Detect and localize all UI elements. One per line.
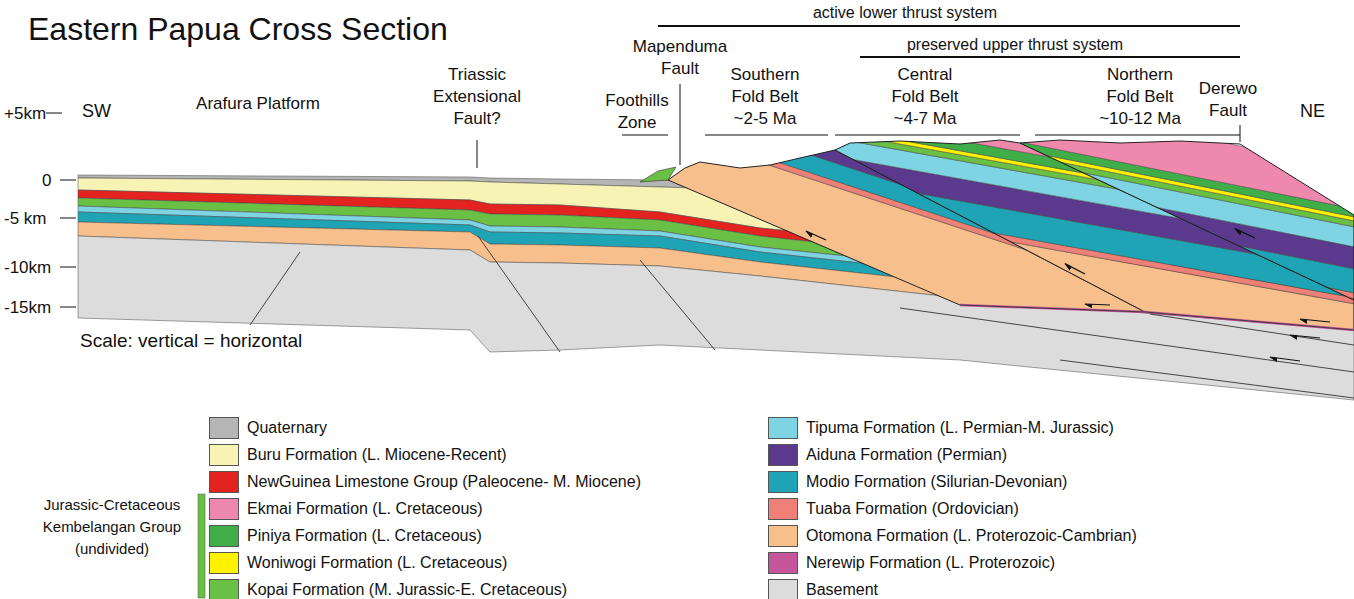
fault-line [1150, 314, 1354, 345]
legend-text: Piniya Formation (L. Cretaceous) [247, 525, 482, 547]
zone-underline [705, 135, 828, 136]
depth-tick [60, 267, 76, 268]
fault-label: Mapenduma Fault [628, 36, 733, 80]
legend-swatch [768, 471, 798, 493]
legend-swatch [768, 498, 798, 520]
fault-line [1060, 360, 1354, 398]
legend-text: Ekmai Formation (L. Cretaceous) [247, 498, 483, 520]
thrust-arrow [1290, 335, 1320, 338]
fault-line [478, 236, 560, 352]
fault-line [250, 252, 300, 325]
fault-label: Derewo Fault [1193, 78, 1263, 122]
zone-label: Central Fold Belt ~4-7 Ma [879, 64, 971, 130]
legend-swatch [209, 525, 239, 547]
legend-swatch [209, 471, 239, 493]
thrust-arrow [1065, 264, 1085, 274]
legend-swatch [209, 417, 239, 439]
bar-label: active lower thrust system [775, 2, 1035, 24]
stratum-band [560, 225, 1354, 584]
legend-swatch [768, 417, 798, 439]
depth-label: 0 [42, 170, 51, 192]
scale-note: Scale: vertical = horizontal [80, 330, 302, 352]
thrust-arrow [1300, 319, 1330, 322]
stratum-band [560, 220, 1354, 384]
legend-text: Basement [806, 579, 878, 599]
depth-tick [60, 218, 76, 219]
title: Eastern Papua Cross Section [28, 10, 448, 48]
depth-label: -10km [4, 257, 51, 279]
legend-text: Aiduna Formation (Permian) [806, 444, 1007, 466]
legend-swatch [209, 552, 239, 574]
legend-swatch [768, 552, 798, 574]
sheet-outline [1020, 140, 1354, 300]
group-label: Jurassic-Cretaceous Kembelangan Group (u… [32, 494, 192, 560]
legend-swatch [768, 579, 798, 599]
leader-line [680, 84, 681, 165]
legend-text: Tipuma Formation (L. Permian-M. Jurassic… [806, 417, 1114, 439]
fault-line [640, 260, 715, 350]
legend-text: Otomona Formation (L. Proterozoic-Cambri… [806, 525, 1137, 547]
legend-text: Modio Formation (Silurian-Devonian) [806, 471, 1067, 493]
extent-bar [860, 56, 1240, 58]
thrust-sheet [560, 29, 1354, 599]
bar-label: preserved upper thrust system [885, 34, 1145, 56]
zone-underline [622, 135, 668, 136]
foothills-fold [640, 167, 676, 182]
legend-text: Woniwogi Formation (L. Cretaceous) [247, 552, 507, 574]
zone-label: Northern Fold Belt ~10-12 Ma [1094, 64, 1186, 130]
depth-tick [46, 113, 62, 114]
legend-swatch [209, 444, 239, 466]
zone-underline [835, 135, 1020, 136]
stratum-band [560, 58, 1354, 221]
zone-label: Foothills Zone [598, 90, 676, 134]
extent-bar [658, 25, 1240, 27]
leader-line [1240, 125, 1241, 142]
thrust-arrow [806, 231, 826, 240]
stratum-band [560, 62, 1354, 227]
basal-detachment [960, 305, 1354, 330]
legend-text: Buru Formation (L. Miocene-Recent) [247, 444, 507, 466]
direction-label: NE [1300, 100, 1325, 122]
legend-swatch [768, 444, 798, 466]
thrust-arrow [1085, 304, 1110, 305]
depth-label: +5km [4, 103, 46, 125]
fault-line [960, 305, 1354, 330]
thrust-arrow [1270, 357, 1300, 361]
fault-line [900, 308, 1354, 372]
legend-swatch [209, 498, 239, 520]
group-bracket [198, 494, 205, 598]
depth-label: -5 km [4, 208, 47, 230]
direction-label: SW [82, 100, 111, 122]
legend-text: Quaternary [247, 417, 327, 439]
legend-text: Tuaba Formation (Ordovician) [806, 498, 1019, 520]
depth-label: -15km [4, 297, 51, 319]
zone-underline [1035, 135, 1240, 136]
thrust-sheet [560, 10, 1354, 584]
depth-tick [60, 307, 76, 308]
stratum-band [560, 10, 1354, 209]
legend-swatch [768, 525, 798, 547]
fault-label: Triassic Extensional Fault? [427, 64, 527, 130]
zone-label: Southern Fold Belt ~2-5 Ma [719, 64, 811, 130]
legend-text: Kopai Formation (M. Jurassic-E. Cretaceo… [247, 579, 567, 599]
legend-text: NewGuinea Limestone Group (Paleocene- M.… [247, 471, 641, 493]
legend-swatch [209, 579, 239, 599]
thrust-arrow [1235, 229, 1255, 238]
region-label: Arafura Platform [158, 93, 358, 115]
thrust-sheet [560, 0, 1354, 599]
legend-text: Nerewip Formation (L. Proterozoic) [806, 552, 1055, 574]
stratum-band [560, 0, 1354, 304]
leader-line [477, 140, 478, 168]
depth-tick [60, 180, 76, 181]
